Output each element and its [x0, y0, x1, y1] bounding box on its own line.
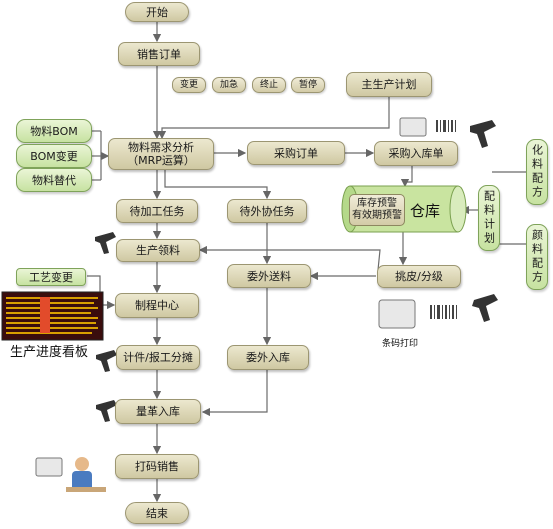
pending-process-node: 待加工任务	[116, 199, 198, 223]
purchase-order-node: 采购订单	[247, 141, 345, 165]
edge-in-measure	[201, 370, 268, 417]
worker-icon	[66, 457, 106, 492]
warehouse-alerts: 库存预警 有效期预警	[349, 194, 405, 226]
material-sub-node: 物料替代	[16, 168, 92, 192]
expiry-warning-label: 有效期预警	[352, 210, 402, 221]
dye-recipe-node: 颜料配方	[526, 224, 548, 290]
measure-in-node: 量革入库	[115, 399, 201, 424]
printer-icon	[35, 117, 427, 477]
pause-node: 暂停	[291, 77, 325, 93]
edge-pick-issue	[198, 245, 381, 271]
end-node: 结束	[125, 502, 189, 524]
barcode-scanner-icon	[95, 120, 498, 422]
mrp-node: 物料需求分析 （MRP运算）	[108, 138, 214, 170]
process-center-node: 制程中心	[115, 293, 199, 318]
edge-craft-center	[87, 275, 116, 310]
stock-warning-label: 库存预警	[357, 198, 397, 209]
production-issue-node: 生产领料	[116, 239, 200, 262]
master-plan-node: 主生产计划	[346, 72, 432, 97]
purchase-receive-node: 采购入库单	[374, 141, 458, 166]
edge-mrp-po2	[164, 170, 272, 200]
chem-recipe-node: 化料配方	[526, 139, 548, 205]
barcode-icon	[430, 120, 457, 319]
terminate-node: 终止	[252, 77, 286, 93]
edge-plan-mrp	[157, 97, 390, 140]
craft-change-node: 工艺变更	[16, 268, 86, 286]
start-node: 开始	[125, 2, 189, 22]
progress-board-label: 生产进度看板	[10, 345, 89, 360]
edge-pr-wh	[400, 166, 413, 188]
add-order-node: 加急	[212, 77, 246, 93]
material-bom-node: 物料BOM	[16, 119, 92, 143]
code-sale-node: 打码销售	[115, 454, 199, 479]
sales-order-node: 销售订单	[118, 42, 200, 66]
outsource-in-node: 委外入库	[227, 345, 309, 370]
outsource-send-node: 委外送料	[227, 264, 311, 288]
warehouse-label: 仓库	[410, 202, 441, 220]
progress-board-screen	[1, 291, 104, 341]
pick-grade-node: 挑皮/分级	[377, 265, 461, 288]
piece-report-node: 计件/报工分摊	[116, 345, 200, 370]
pending-outsource-node: 待外协任务	[227, 199, 307, 223]
bom-change-node: BOM变更	[16, 144, 92, 168]
mrp-subtitle: （MRP运算）	[127, 154, 195, 167]
barcode-print-label: 条码打印	[382, 339, 419, 349]
change-node: 变更	[172, 77, 206, 93]
mrp-title: 物料需求分析	[128, 141, 194, 154]
batch-plan-node: 配料计划	[478, 185, 500, 251]
